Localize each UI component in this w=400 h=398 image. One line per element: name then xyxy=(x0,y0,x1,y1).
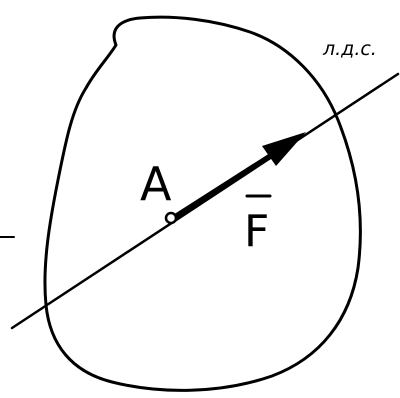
line-of-action xyxy=(10,72,400,330)
point-a-marker xyxy=(164,211,178,225)
force-vector-arrowhead xyxy=(262,132,306,166)
line-of-action-label: л.д.с. xyxy=(322,38,377,60)
point-a-label: A xyxy=(140,157,172,211)
force-vector-shaft xyxy=(173,144,287,219)
force-f-label: F xyxy=(244,206,269,257)
body-outline xyxy=(43,15,362,392)
